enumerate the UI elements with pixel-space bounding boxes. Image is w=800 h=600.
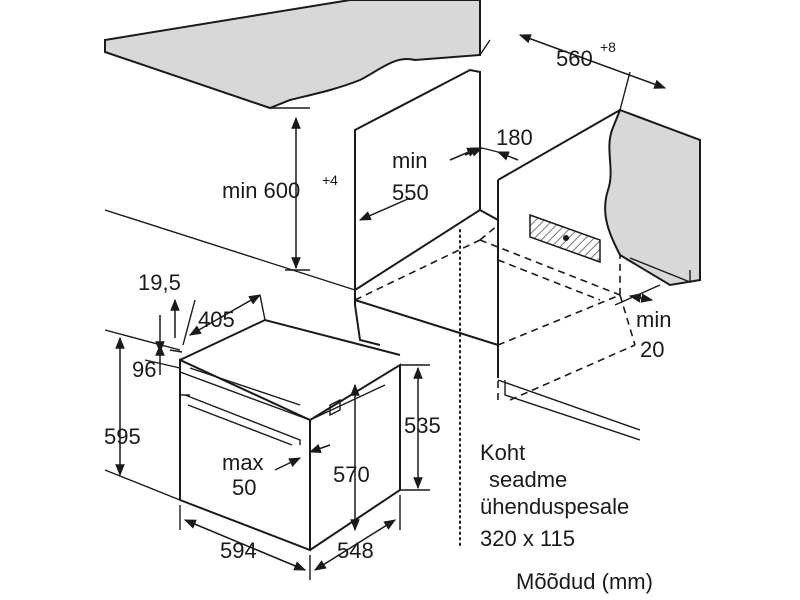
note-line-2: seadme <box>489 467 567 492</box>
label-gap-180: 180 <box>496 125 533 150</box>
right-wall-panel <box>604 108 701 287</box>
socket-note: Koht seadme ühenduspesale 320 x 115 <box>480 440 629 551</box>
label-50: 50 <box>232 475 256 500</box>
label-595: 595 <box>104 424 141 449</box>
label-594: 594 <box>220 538 257 563</box>
dimension-labels: min 600 +4 560 +8 min 550 180 min 20 19,… <box>104 39 671 563</box>
dimension-lines <box>104 34 667 580</box>
cabinet-niche <box>104 68 641 441</box>
label-depth: 560 <box>556 46 593 71</box>
label-inner-550: 550 <box>392 180 429 205</box>
hidden-edges <box>354 224 636 401</box>
label-min20-20: 20 <box>640 337 664 362</box>
countertop <box>104 0 481 110</box>
label-cabinet-height-tolerance: +4 <box>322 172 338 188</box>
oven <box>179 318 401 552</box>
note-line-4: 320 x 115 <box>480 526 575 551</box>
socket-area <box>529 213 601 264</box>
label-405: 405 <box>198 307 235 332</box>
label-548: 548 <box>337 538 374 563</box>
units-label: Mõõdud (mm) <box>516 569 653 594</box>
label-96: 96 <box>132 357 156 382</box>
label-570: 570 <box>333 462 370 487</box>
label-19-5: 19,5 <box>138 270 181 295</box>
label-max: max <box>222 450 264 475</box>
label-cabinet-height: min 600 <box>222 178 300 203</box>
label-depth-tolerance: +8 <box>600 39 616 55</box>
note-line-3: ühenduspesale <box>480 494 629 519</box>
label-535: 535 <box>404 413 441 438</box>
note-line-1: Koht <box>480 440 525 465</box>
label-inner-min: min <box>392 148 427 173</box>
label-min20-min: min <box>636 307 671 332</box>
